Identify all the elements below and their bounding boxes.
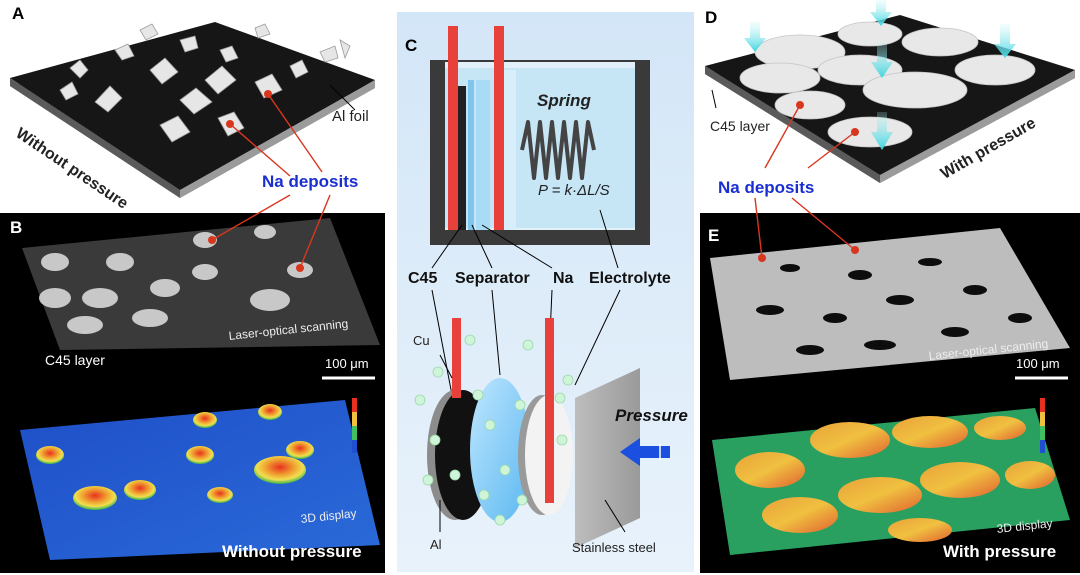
panel-d-illustration — [705, 0, 1075, 183]
pressure-equation: P = k·ΔL/S — [538, 182, 610, 199]
panel-d-deposits-label: Na deposits — [718, 178, 815, 197]
panel-e-letter: E — [708, 226, 720, 245]
al-label: Al — [430, 537, 442, 552]
pressure-label: Pressure — [615, 406, 688, 425]
electrolyte-label: Electrolyte — [589, 270, 671, 287]
panel-a-deposits-label: Na deposits — [262, 172, 359, 191]
panel-e-illustration — [700, 197, 1080, 573]
panel-b-illustration — [0, 194, 385, 573]
stainless-steel-label: Stainless steel — [572, 540, 656, 555]
panel-b-scale-bar: 100 μm — [325, 356, 369, 371]
cu-label: Cu — [413, 333, 430, 348]
panel-b-letter: B — [10, 218, 23, 237]
spring-label: Spring — [537, 91, 591, 110]
na-label: Na — [553, 270, 574, 287]
al-foil-label: Al foil — [332, 108, 369, 125]
panel-d-layer-label: C45 layer — [710, 118, 770, 134]
panel-c-letter: C — [405, 36, 418, 55]
panel-c-illustration — [397, 12, 694, 572]
panel-e-scale-bar: 100 μm — [1016, 356, 1060, 371]
panel-e-condition: With pressure — [943, 542, 1057, 561]
panel-a-illustration — [10, 22, 375, 198]
panel-a-letter: A — [12, 4, 25, 23]
panel-b-layer-label: C45 layer — [45, 352, 105, 368]
separator-label: Separator — [455, 270, 530, 287]
c45-label: C45 — [408, 270, 438, 287]
panel-b-condition: Without pressure — [222, 542, 362, 561]
panel-d-letter: D — [705, 8, 718, 27]
